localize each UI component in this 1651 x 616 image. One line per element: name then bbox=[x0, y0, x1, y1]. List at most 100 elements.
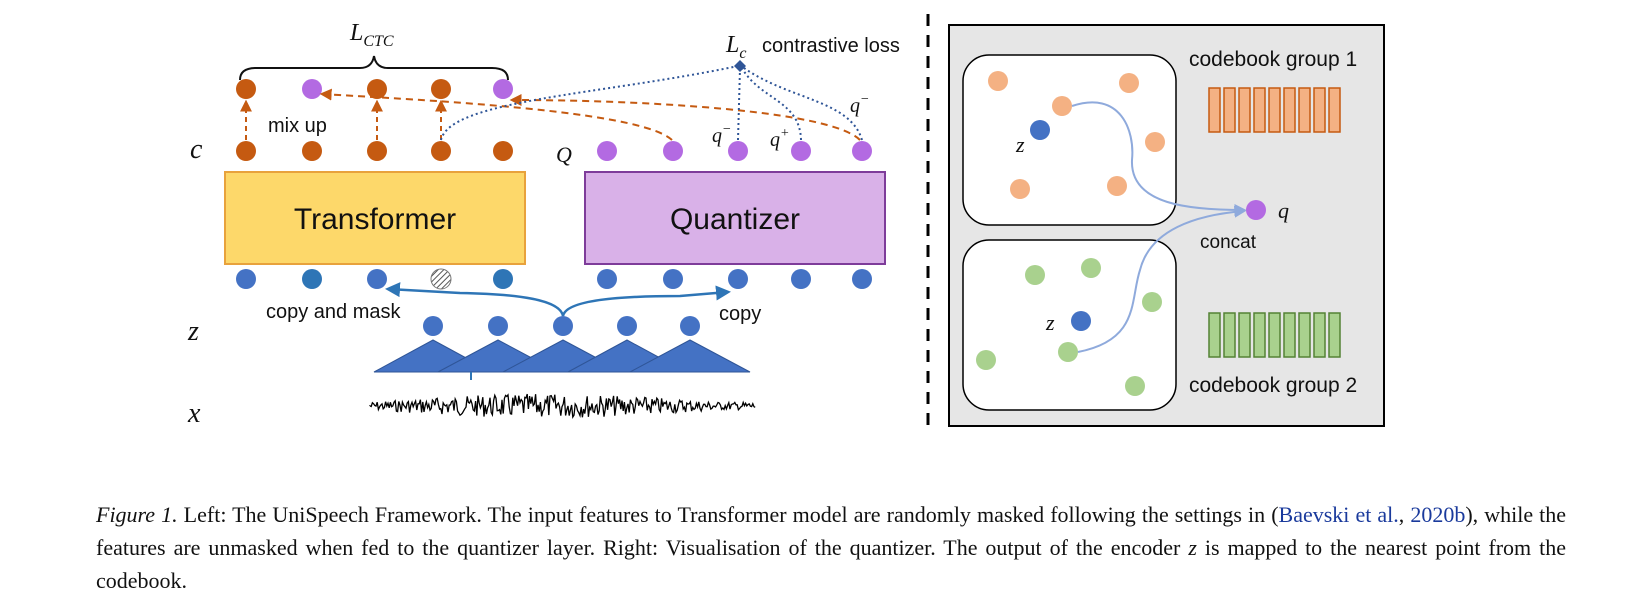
codeword-point-1 bbox=[1119, 73, 1139, 93]
contrastive-link bbox=[743, 67, 863, 141]
codebook-entry bbox=[1298, 312, 1311, 358]
quantizer-input-node bbox=[597, 269, 617, 289]
row-label-z: z bbox=[187, 316, 199, 347]
ctc-brace bbox=[239, 55, 509, 81]
citation-separator: , bbox=[1398, 502, 1411, 527]
codebook-entry bbox=[1238, 87, 1251, 133]
codebook-entry bbox=[1328, 312, 1341, 358]
codebook-entry bbox=[1223, 312, 1236, 358]
quantizer-input-node bbox=[728, 269, 748, 289]
codebook-group-2-label: codebook group 2 bbox=[1189, 374, 1357, 397]
codeword-point-2 bbox=[1058, 342, 1078, 362]
row-label-x: x bbox=[187, 398, 201, 429]
codeword-point-2 bbox=[1025, 265, 1045, 285]
transformer-block bbox=[224, 171, 526, 265]
quantized-node bbox=[791, 141, 811, 161]
contrastive-link bbox=[737, 67, 741, 141]
context-node bbox=[302, 141, 322, 161]
codebook-entry bbox=[1298, 87, 1311, 133]
caption-text-3: is mapped to the nearest point from the … bbox=[96, 535, 1567, 593]
codeword-point-2 bbox=[1081, 258, 1101, 278]
contrastive-loss-label: contrastive loss bbox=[762, 35, 900, 57]
contrastive-loss-symbol: Lc bbox=[725, 32, 746, 62]
codebook-entry bbox=[1313, 312, 1326, 358]
ctc-output-node-mixed bbox=[302, 79, 322, 99]
quantized-node bbox=[597, 141, 617, 161]
codebook-entry bbox=[1283, 87, 1296, 133]
codebook-entry bbox=[1208, 87, 1221, 133]
q-positive-label: q+ bbox=[770, 126, 789, 151]
quantized-row-label: Q bbox=[556, 142, 572, 167]
citation-year-link[interactable]: 2020b bbox=[1410, 502, 1466, 527]
codeword-point-1 bbox=[1010, 179, 1030, 199]
context-node bbox=[431, 141, 451, 161]
copy-arrow bbox=[561, 285, 731, 317]
copy-label: copy bbox=[719, 303, 761, 325]
codebook-entry bbox=[1253, 312, 1266, 358]
codeword-point-2 bbox=[1142, 292, 1162, 312]
copy-and-mask-arrow bbox=[385, 282, 565, 317]
encoder-output-point-1 bbox=[1030, 120, 1050, 140]
concat-label: concat bbox=[1200, 232, 1257, 253]
figure-caption: Figure 1. Left: The UniSpeech Framework.… bbox=[96, 498, 1566, 597]
cnn-encoder bbox=[373, 339, 751, 373]
row-label-c: c bbox=[190, 134, 203, 165]
quantized-node bbox=[728, 141, 748, 161]
masked-input-node bbox=[302, 269, 322, 289]
ctc-output-node-mixed bbox=[493, 79, 513, 99]
ctc-output-node bbox=[236, 79, 256, 99]
mix-up-label: mix up bbox=[268, 115, 327, 137]
quantizer-label: Quantizer bbox=[670, 203, 800, 236]
figure-label: Figure 1. bbox=[96, 502, 178, 527]
latent-node bbox=[423, 316, 443, 336]
latent-node bbox=[488, 316, 508, 336]
masked-input-node bbox=[236, 269, 256, 289]
caption-text-2: ), while the features are unmasked when … bbox=[96, 502, 1567, 560]
codeword-point-1 bbox=[1052, 96, 1072, 116]
codebook-group-1-label: codebook group 1 bbox=[1189, 48, 1357, 71]
context-node bbox=[236, 141, 256, 161]
encoder-output-point-2 bbox=[1071, 311, 1091, 331]
quantized-node bbox=[852, 141, 872, 161]
latent-node bbox=[617, 316, 637, 336]
quantizer-input-node bbox=[791, 269, 811, 289]
codebook-entry bbox=[1223, 87, 1236, 133]
codebook-entry bbox=[1283, 312, 1296, 358]
ctc-output-node bbox=[431, 79, 451, 99]
masked-input-node-hatched bbox=[430, 268, 452, 290]
transformer-label: Transformer bbox=[294, 203, 456, 236]
q-negative-label: q− bbox=[712, 122, 731, 147]
codebook-entry bbox=[1238, 312, 1251, 358]
quantized-node bbox=[663, 141, 683, 161]
caption-variable-z: z bbox=[1188, 535, 1197, 560]
latent-node bbox=[553, 316, 573, 336]
codebook-entries-1 bbox=[1208, 87, 1341, 133]
context-node bbox=[367, 141, 387, 161]
quantizer-input-node bbox=[852, 269, 872, 289]
codebook-space-2 bbox=[962, 239, 1177, 411]
masked-input-node bbox=[493, 269, 513, 289]
codebook-entries-2 bbox=[1208, 312, 1341, 358]
quantizer-block bbox=[584, 171, 886, 265]
q-negative-label: q− bbox=[850, 92, 869, 117]
codeword-point-1 bbox=[988, 71, 1008, 91]
contrastive-link bbox=[741, 67, 802, 141]
caption-text-1: Left: The UniSpeech Framework. The input… bbox=[177, 502, 1279, 527]
codeword-selection-curve-2 bbox=[1077, 205, 1247, 353]
q-output-label: q bbox=[1278, 198, 1289, 223]
codebook-entry bbox=[1253, 87, 1266, 133]
context-node bbox=[493, 141, 513, 161]
codebook-entry bbox=[1313, 87, 1326, 133]
z-label-2: z bbox=[1045, 310, 1055, 335]
codeword-point-1 bbox=[1107, 176, 1127, 196]
ctc-output-node bbox=[367, 79, 387, 99]
quantizer-input-node bbox=[663, 269, 683, 289]
codebook-entry bbox=[1328, 87, 1341, 133]
codeword-selection-curve-1 bbox=[1071, 101, 1247, 216]
mixup-arrow-curve bbox=[509, 94, 861, 141]
codeword-point-2 bbox=[976, 350, 996, 370]
codeword-point-1 bbox=[1145, 132, 1165, 152]
ctc-loss-label: LCTC bbox=[349, 20, 394, 50]
citation-author-link[interactable]: Baevski et al. bbox=[1278, 502, 1399, 527]
